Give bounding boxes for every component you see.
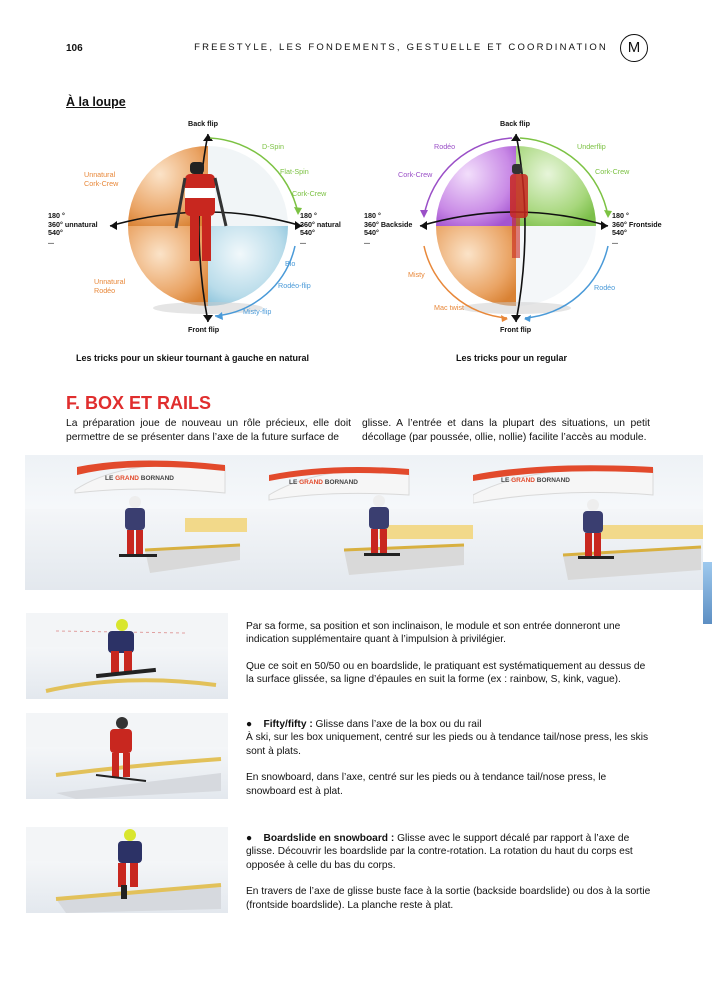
right-rot-r-1: 180 ° [612, 211, 629, 220]
banner-1: LE GRAND BORNAND [105, 475, 174, 482]
banner-3: LE GRAND BORNAND [501, 477, 570, 484]
bullet-2: ● [246, 833, 264, 844]
label-mac-twist-r: Mac twist [434, 303, 464, 312]
right-rot-1: 180 ° [300, 211, 317, 220]
quadrant-top-right-r [516, 146, 596, 226]
left-rot-4: ... [48, 236, 54, 246]
diagram-regular: Back flip Front flip Underflip Cork-Crew… [362, 118, 662, 343]
sphere-natural-svg [109, 133, 303, 323]
fifty-text: Glisse dans l’axe de la box ou du rail [312, 719, 482, 730]
text-block-3: ● Boardslide en snowboard : Glisse avec … [246, 832, 651, 925]
photo-fiftyfifty [26, 713, 228, 799]
label-unnatural-rodeo: Unnatural Rodéo [94, 277, 138, 295]
label-bio: Bio [285, 259, 296, 268]
quadrant-top-right [208, 146, 288, 226]
photo-frame-1: LE GRAND BORNAND [25, 455, 249, 590]
bullet-1: ● [246, 719, 264, 730]
label-d-spin: D-Spin [262, 142, 284, 151]
right-rot-r-4: ... [612, 236, 618, 246]
quadrant-bottom-left [128, 226, 208, 306]
banner-2-c: BORNAND [322, 479, 358, 486]
paragraph-6: En travers de l’axe de glisse buste face… [246, 886, 651, 911]
right-rotation-list: 180 ° 360° natural 540° ... [300, 211, 341, 246]
sphere-regular-svg [419, 133, 612, 323]
right-rotation-list-r: 180 ° 360° Frontside 540° ... [612, 211, 662, 246]
photo-rainbow [26, 613, 228, 699]
label-unnatural-cork-crew-text: Unnatural Cork-Crew [84, 170, 119, 188]
label-rodeo-right-r: Rodéo [594, 283, 616, 292]
right-rot-r-2: 360° Frontside [612, 219, 662, 229]
boardslide-text: Glisse avec le support décalé par rappor… [246, 833, 633, 871]
paragraph-1: Par sa forme, sa position et son inclina… [246, 621, 621, 646]
photo-frame-2: LE GRAND BORNAND [249, 455, 473, 590]
label-cork-crew-left-r: Cork-Crew [398, 170, 433, 179]
running-title: FREESTYLE, LES FONDEMENTS, GESTUELLE ET … [194, 42, 608, 53]
banner-3-b: GRAND [511, 477, 535, 484]
banner-1-a: LE [105, 475, 116, 482]
banner-1-c: BORNAND [138, 475, 174, 482]
text-block-2: ● Fifty/fifty : Glisse dans l’axe de la … [246, 718, 651, 811]
label-cork-crew-right-r: Cork-Crew [595, 167, 630, 176]
boardslide-title: Boardslide en snowboard : [263, 833, 395, 844]
diagram-natural: Back flip Front flip D-Spin Flat-Spin Co… [40, 118, 341, 343]
label-back-flip-r: Back flip [500, 119, 530, 128]
lead-title: À la loupe [66, 95, 126, 109]
label-flat-spin: Flat-Spin [280, 167, 309, 176]
banner-1-b: GRAND [115, 475, 139, 482]
banner-2-b: GRAND [299, 479, 323, 486]
section-title: F. BOX ET RAILS [66, 393, 212, 413]
left-rot-r-2: 360° Backside [364, 219, 413, 229]
left-rotation-list-r: 180 ° 360° Backside 540° ... [364, 211, 413, 246]
quadrant-bottom-right [208, 226, 288, 306]
banner-3-c: BORNAND [534, 477, 570, 484]
quadrant-top-left-r [436, 146, 516, 226]
quadrant-bottom-right-r [516, 226, 596, 306]
right-rot-4: ... [300, 236, 306, 246]
brand-mark: M [620, 34, 648, 62]
label-underflip-r: Underflip [577, 142, 606, 151]
photo-sequence: LE GRAND BORNAND LE GRAND BORNAND [25, 455, 703, 590]
banner-3-a: LE [501, 477, 512, 484]
label-unnatural-rodeo-text: Unnatural Rodéo [94, 277, 126, 295]
label-front-flip-r: Front flip [500, 325, 532, 334]
text-block-1: Par sa forme, sa position et son inclina… [246, 620, 651, 700]
right-rot-3: 540° [300, 228, 315, 237]
left-rotation-list: 180 ° 360° unnatural 540° ... [48, 211, 98, 246]
left-rot-r-3: 540° [364, 228, 379, 237]
label-cork-crew: Cork-Crew [292, 189, 327, 198]
caption-natural: Les tricks pour un skieur tournant à gau… [76, 353, 310, 363]
intro-right: glisse. A l’entrée et dans la plupart de… [362, 418, 650, 443]
right-rot-2: 360° natural [300, 219, 341, 229]
fifty-title: Fifty/fifty : [263, 719, 313, 730]
page-number: 106 [66, 43, 83, 54]
left-rot-3: 540° [48, 228, 63, 237]
photo-boardslide [26, 827, 228, 913]
label-rodeo-flip: Rodéo-flip [278, 281, 311, 290]
banner-2: LE GRAND BORNAND [289, 479, 358, 486]
paragraph-2: Que ce soit en 50/50 ou en boardslide, l… [246, 660, 646, 686]
left-rot-r-1: 180 ° [364, 211, 381, 220]
edge-photo [703, 562, 712, 624]
label-rodeo-left-r: Rodéo [434, 142, 456, 151]
left-rot-1: 180 ° [48, 211, 65, 220]
intro-left: La préparation joue de nouveau un rôle p… [66, 418, 351, 443]
paragraph-3: ● Fifty/fifty : Glisse dans l’axe de la … [246, 718, 651, 731]
label-misty-r: Misty [408, 270, 425, 279]
paragraph-5: ● Boardslide en snowboard : Glisse avec … [246, 832, 651, 872]
caption-regular: Les tricks pour un regular [456, 353, 568, 363]
paragraph-4: En snowboard, dans l’axe, centré sur les… [246, 772, 607, 797]
left-rot-r-4: ... [364, 236, 370, 246]
label-misty-flip: Misty-flip [243, 307, 272, 316]
photo-frame-3: LE GRAND BORNAND [473, 455, 703, 590]
label-back-flip: Back flip [188, 119, 218, 128]
label-front-flip: Front flip [188, 325, 220, 334]
paragraph-3-line2: À ski, sur les box uniquement, centré su… [246, 732, 649, 757]
label-unnatural-cork-crew: Unnatural Cork-Crew [84, 170, 134, 188]
quadrant-bottom-left-r [436, 226, 516, 306]
left-rot-2: 360° unnatural [48, 219, 98, 229]
banner-2-a: LE [289, 479, 300, 486]
right-rot-r-3: 540° [612, 228, 627, 237]
